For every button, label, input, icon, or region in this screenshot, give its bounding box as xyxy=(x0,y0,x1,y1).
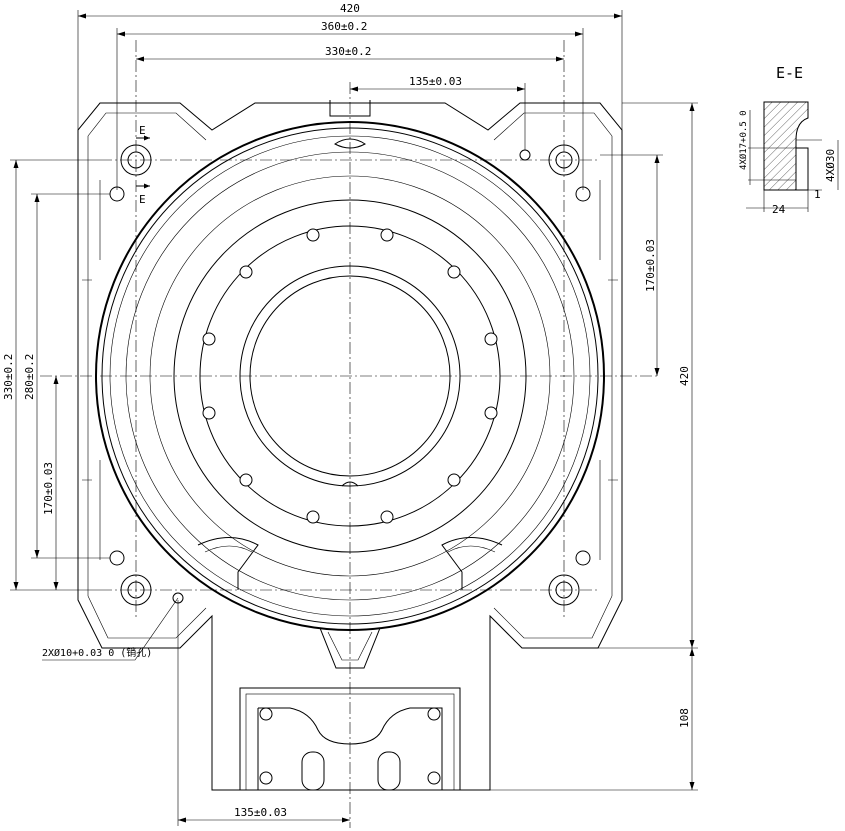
dim-offset-135-bottom: 135±0.03 xyxy=(234,806,287,819)
dim-depth-24: 24 xyxy=(772,203,786,216)
dim-width-330: 330±0.2 xyxy=(325,45,371,58)
section-marker-top: E xyxy=(139,124,146,137)
center-lines xyxy=(40,40,660,828)
dim-base-height: 108 xyxy=(678,708,691,728)
dim-height-280: 280±0.2 xyxy=(23,354,36,400)
dim-hole-30: 4XØ30 xyxy=(824,149,837,182)
section-marker-bottom: E xyxy=(139,193,146,206)
body-outline xyxy=(77,102,623,791)
section-markers: E E xyxy=(136,124,150,206)
section-view-ee: E-E 4XØ17+0.5 0 4XØ30 24 1 xyxy=(738,64,839,216)
dimension-texts: 420 360±0.2 330±0.2 135±0.03 330±0.2 280… xyxy=(2,2,691,819)
dim-overall-height: 420 xyxy=(678,366,691,386)
section-title: E-E xyxy=(776,64,803,82)
bolt-circle-holes xyxy=(202,228,498,524)
dim-width-360: 360±0.2 xyxy=(321,20,367,33)
dim-height-170-left: 170±0.03 xyxy=(42,462,55,515)
dimension-lines xyxy=(10,10,698,826)
dim-depth-1: 1 xyxy=(814,188,821,201)
base-seat xyxy=(211,616,491,791)
dim-overall-width: 420 xyxy=(340,2,360,15)
dim-offset-135-top: 135±0.03 xyxy=(409,75,462,88)
dim-pin-holes: 2XØ10+0.03 0 (销孔) xyxy=(42,646,152,659)
dim-height-170-right: 170±0.03 xyxy=(644,239,657,292)
dim-counterbore: 4XØ17+0.5 0 xyxy=(738,110,749,170)
dim-height-330: 330±0.2 xyxy=(2,354,15,400)
